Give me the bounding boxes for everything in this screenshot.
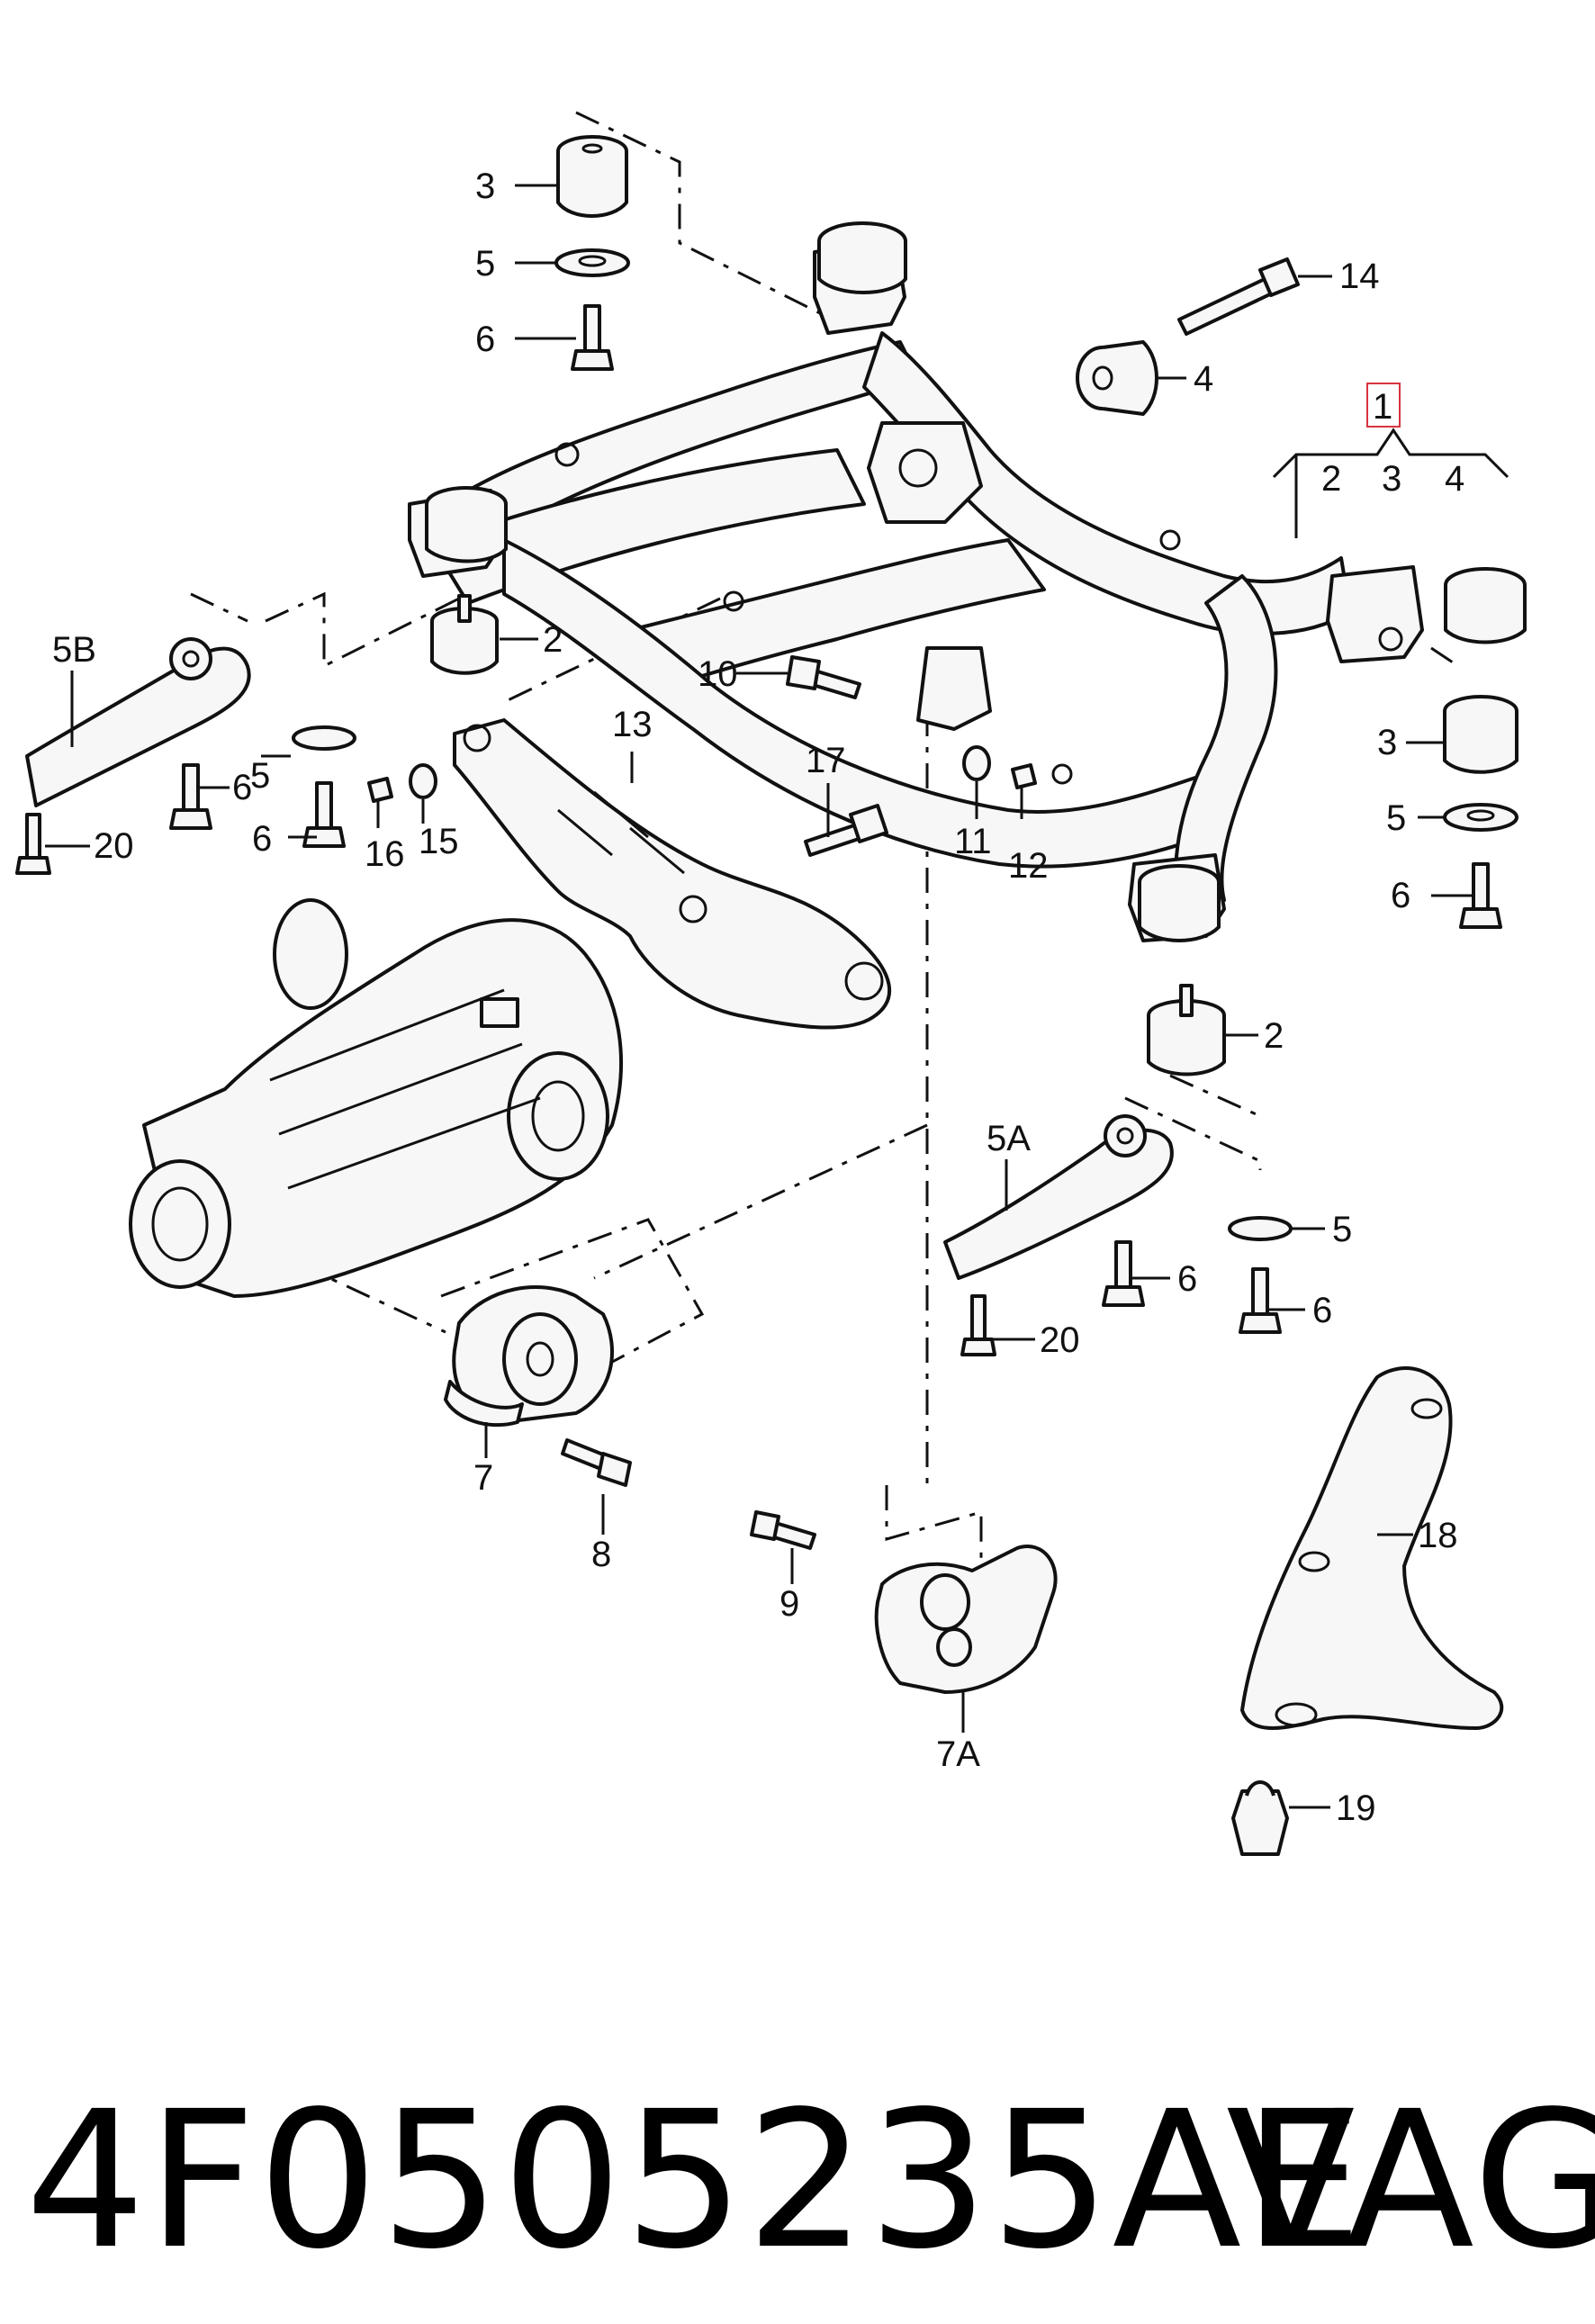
callout-8: 8 [591,1535,611,1574]
callout-15: 15 [419,822,459,861]
callout-1: 1 [1373,387,1392,427]
callout-3-right: 3 [1377,723,1397,762]
callout-1-highlight [1366,383,1401,428]
callout-5-right-upper: 5 [1386,798,1406,838]
callout-1-sub-2: 2 [1321,459,1341,499]
part-number: 4F0505235AE [25,2070,1365,2291]
mount-7A [874,1545,1058,1694]
callout-20-left: 20 [94,826,134,866]
bolt-14 [1177,257,1300,336]
callout-4: 4 [1194,359,1213,399]
callout-7: 7 [473,1458,493,1498]
callout-labels: 1 2 3 4 3 5 6 14 4 2 5B 6 5 6 20 16 15 1… [52,167,1464,1828]
callout-5B: 5B [52,630,96,670]
bushing-2-front [430,594,499,675]
callout-2-top: 2 [543,620,563,660]
callout-11: 11 [954,822,992,861]
callout-3-top: 3 [475,167,495,206]
callout-6-right-a: 6 [1177,1259,1197,1299]
callout-1-sub-4: 4 [1445,459,1464,499]
callout-17: 17 [806,741,846,780]
brand-name: VAG [1226,2070,1595,2291]
callout-6-top: 6 [475,320,495,359]
right-stack-3-5-6 [1443,695,1518,929]
differential [129,898,623,1298]
callout-5-top: 5 [475,244,495,284]
callout-5-right-lower: 5 [1332,1210,1352,1249]
washer-11-nut-12 [962,745,1037,789]
callout-5-left: 5 [250,756,270,796]
callout-13: 13 [612,705,653,744]
bolt-17 [804,804,888,857]
shield-18 [1240,1366,1504,1730]
callout-6-left-a: 6 [232,768,252,807]
callout-5A: 5A [987,1119,1031,1158]
bracket-5A [943,1114,1174,1280]
callout-16: 16 [365,834,405,874]
callout-12: 12 [1008,846,1049,886]
bracket-5B [25,637,251,807]
right-lower-bolts [960,1216,1293,1356]
callout-9: 9 [779,1584,799,1624]
callout-18: 18 [1418,1516,1458,1555]
callout-7A: 7A [936,1734,980,1774]
subframe-bushings [425,221,1527,942]
callout-6-right-top: 6 [1391,876,1410,915]
callout-6-right-b: 6 [1312,1291,1332,1330]
bracket-13 [453,718,891,1030]
washer-15-nut-16 [367,763,437,803]
callout-20-right: 20 [1040,1320,1080,1360]
callout-14: 14 [1339,257,1380,296]
nut-19 [1231,1780,1289,1856]
bushing-2-rear [1147,984,1226,1076]
callout-10: 10 [698,654,738,694]
bolt-8 [561,1438,632,1487]
callout-1-sub-3: 3 [1382,459,1401,499]
bolt-9 [750,1510,816,1550]
callout-19: 19 [1336,1788,1376,1828]
callout-6-left-b: 6 [252,819,272,859]
top-stack-3-5-6 [554,135,630,371]
mount-7 [444,1285,614,1428]
leader-lines [45,184,1509,1809]
left-bolts [15,725,356,875]
callout-2-right: 2 [1264,1016,1284,1056]
bolt-10 [786,655,861,699]
bushing-4 [1076,340,1158,416]
